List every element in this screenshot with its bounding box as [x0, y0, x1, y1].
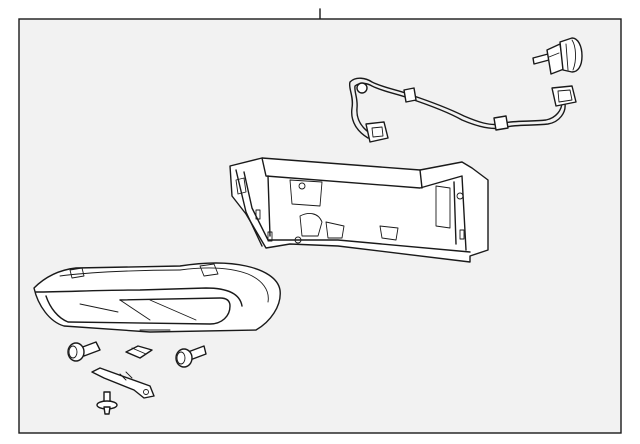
fog-lamp-icon	[33, 262, 281, 333]
screw-icon	[175, 345, 207, 368]
bolt-icon	[67, 341, 101, 362]
bulb-icon	[532, 37, 583, 75]
push-pin-icon	[96, 391, 118, 415]
bracket-plate-icon	[91, 367, 155, 399]
wiring-harness-icon	[348, 77, 577, 143]
clip-icon	[125, 345, 153, 359]
mounting-bracket-icon	[229, 157, 489, 263]
